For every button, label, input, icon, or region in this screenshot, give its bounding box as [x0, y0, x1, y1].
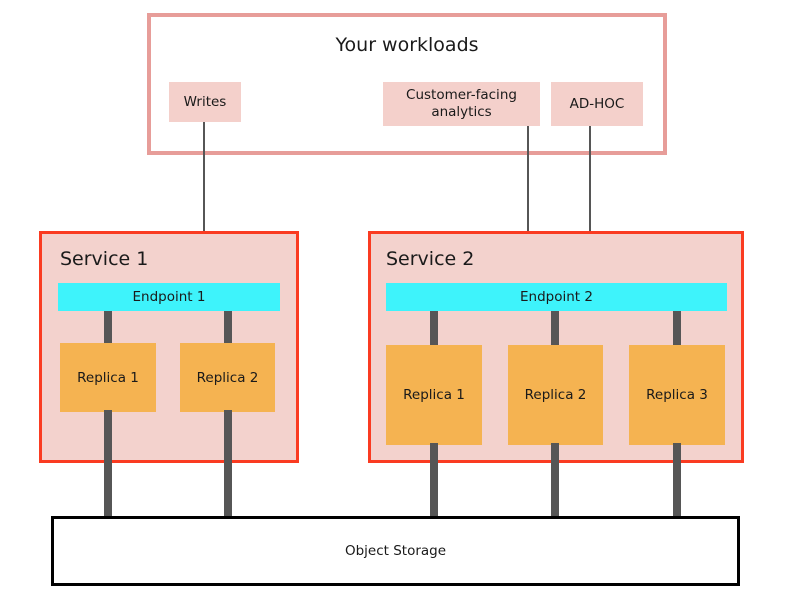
- service-2-replica-3-label: Replica 3: [646, 387, 708, 403]
- connector-endpoint-2-to-replica-1: [430, 305, 438, 350]
- service-1-replica-2[interactable]: Replica 2: [180, 343, 275, 412]
- connector-endpoint-2-to-replica-3: [673, 305, 681, 350]
- arrow-ad-hoc-to-endpoint-2-line: [589, 126, 591, 260]
- workload-chip-customer-facing-analytics[interactable]: Customer-facing analytics: [383, 82, 540, 126]
- connector-endpoint-1-to-replica-1: [104, 305, 112, 350]
- connector-service-1-replica-1-to-storage: [104, 410, 112, 520]
- workloads-title: Your workloads: [335, 34, 479, 56]
- workload-chip-ad-hoc-label: AD-HOC: [569, 95, 625, 112]
- object-storage-label: Object Storage: [344, 543, 447, 559]
- service-2-title: Service 2: [386, 248, 475, 270]
- service-1-replica-1[interactable]: Replica 1: [60, 343, 156, 412]
- workload-chip-writes[interactable]: Writes: [169, 82, 241, 122]
- service-2-replica-2-label: Replica 2: [524, 387, 587, 403]
- connector-endpoint-1-to-replica-2: [224, 305, 232, 350]
- connector-service-2-replica-2-to-storage: [551, 443, 559, 520]
- endpoint-1[interactable]: Endpoint 1: [58, 283, 280, 311]
- endpoint-1-label: Endpoint 1: [132, 289, 206, 305]
- arrow-writes-to-endpoint-1-line: [203, 122, 205, 260]
- connector-service-2-replica-1-to-storage: [430, 443, 438, 520]
- connector-service-2-replica-3-to-storage: [673, 443, 681, 520]
- workload-chip-ad-hoc[interactable]: AD-HOC: [551, 82, 643, 126]
- service-2-replica-1[interactable]: Replica 1: [386, 345, 482, 445]
- connector-service-1-replica-2-to-storage: [224, 410, 232, 520]
- connector-endpoint-2-to-replica-2: [551, 305, 559, 350]
- service-2-replica-3[interactable]: Replica 3: [629, 345, 725, 445]
- arrow-analytics-to-endpoint-2-line: [527, 126, 529, 260]
- service-1-replica-2-label: Replica 2: [196, 369, 259, 386]
- service-2-replica-2[interactable]: Replica 2: [508, 345, 603, 445]
- service-2-replica-1-label: Replica 1: [403, 387, 465, 403]
- endpoint-2[interactable]: Endpoint 2: [386, 283, 727, 311]
- service-1-title: Service 1: [60, 248, 149, 270]
- service-1-replica-1-label: Replica 1: [77, 369, 139, 386]
- workload-chip-writes-label: Writes: [183, 93, 227, 110]
- object-storage-container[interactable]: Object Storage: [51, 516, 740, 586]
- endpoint-2-label: Endpoint 2: [520, 289, 593, 305]
- workload-chip-customer-facing-analytics-label: Customer-facing analytics: [406, 87, 517, 120]
